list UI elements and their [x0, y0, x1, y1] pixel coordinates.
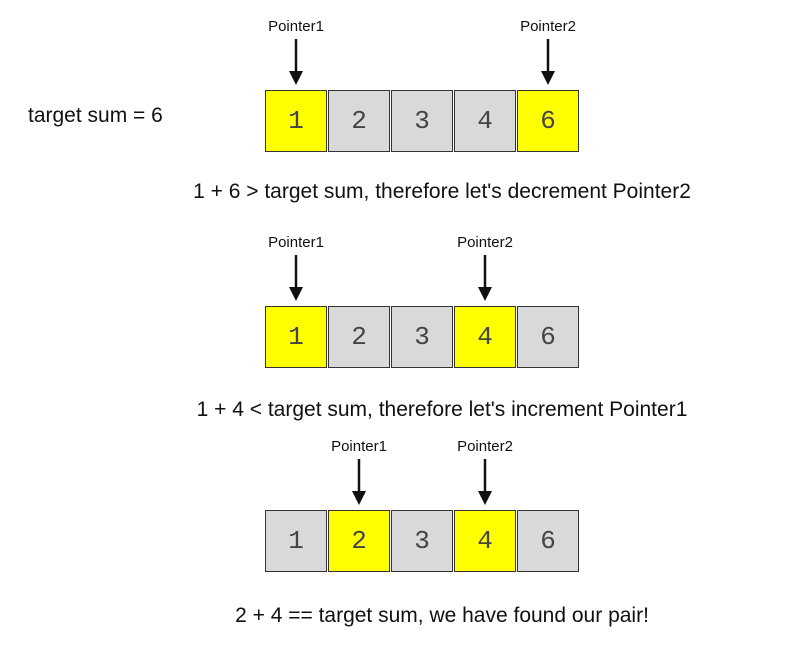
arrow-down-icon: [289, 39, 303, 85]
array-cell: 1: [265, 510, 327, 572]
pointer-label: Pointer1: [268, 234, 324, 251]
array-cell: 2: [328, 510, 390, 572]
array-cell: 6: [517, 510, 579, 572]
arrow-down-icon: [478, 459, 492, 505]
array-cell: 4: [454, 90, 516, 152]
arrow-down-icon: [478, 255, 492, 301]
array-cell: 1: [265, 306, 327, 368]
step-3: Pointer1 Pointer2 1 2 3 4 6: [0, 438, 808, 572]
pointer-label: Pointer2: [520, 18, 576, 35]
pointer-1: Pointer1: [304, 438, 414, 505]
arrow-down-icon: [352, 459, 366, 505]
pointer-label: Pointer2: [457, 438, 513, 455]
array-cell: 2: [328, 90, 390, 152]
array-cell: 2: [328, 306, 390, 368]
step-3-caption: 2 + 4 == target sum, we have found our p…: [235, 604, 649, 627]
array-cell: 3: [391, 306, 453, 368]
array: 1 2 3 4 6: [265, 306, 580, 368]
array-cell: 1: [265, 90, 327, 152]
array-cell: 3: [391, 90, 453, 152]
array-cell: 3: [391, 510, 453, 572]
pointer-2: Pointer2: [430, 438, 540, 505]
array-cell: 6: [517, 306, 579, 368]
arrow-down-icon: [541, 39, 555, 85]
array-cell: 6: [517, 90, 579, 152]
step-1-caption: 1 + 6 > target sum, therefore let's decr…: [193, 180, 691, 203]
step-2: Pointer1 Pointer2 1 2 3 4 6: [0, 234, 808, 368]
array: 1 2 3 4 6: [265, 510, 580, 572]
array-cell: 4: [454, 306, 516, 368]
pointer-2: Pointer2: [493, 18, 603, 85]
pointer-label: Pointer2: [457, 234, 513, 251]
step-2-caption: 1 + 4 < target sum, therefore let's incr…: [196, 398, 688, 421]
array-cell: 4: [454, 510, 516, 572]
arrow-down-icon: [289, 255, 303, 301]
pointer-2: Pointer2: [430, 234, 540, 301]
target-sum-label: target sum = 6: [28, 104, 163, 127]
pointer-label: Pointer1: [268, 18, 324, 35]
step-1: Pointer1 Pointer2 1 2 3 4 6: [0, 18, 808, 152]
pointer-1: Pointer1: [241, 18, 351, 85]
pointer-label: Pointer1: [331, 438, 387, 455]
array: 1 2 3 4 6: [265, 90, 580, 152]
pointer-1: Pointer1: [241, 234, 351, 301]
